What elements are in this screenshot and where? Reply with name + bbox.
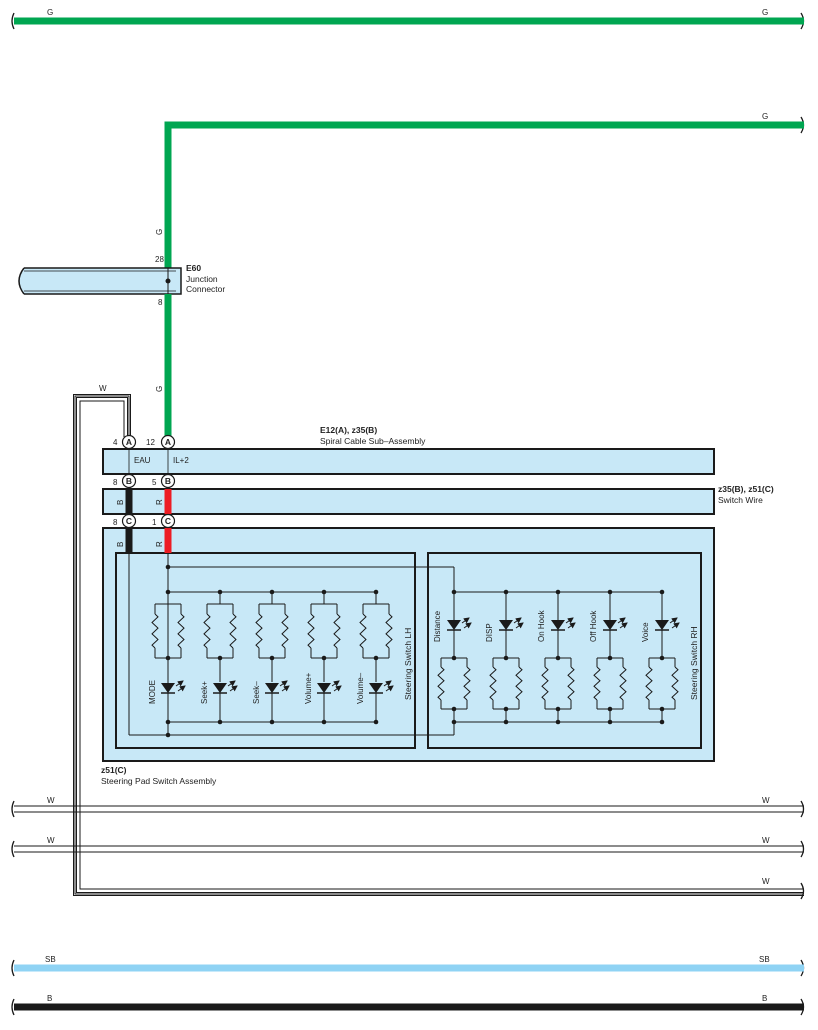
rh-switch-0: Distance bbox=[433, 589, 472, 725]
e60-pin-8: 8 bbox=[158, 298, 163, 307]
pad-conn-c-right: C bbox=[165, 516, 171, 526]
wire-label-top-g-right: G bbox=[762, 8, 768, 17]
rh-switch-3: Off Hook bbox=[589, 589, 628, 725]
top-g-bus: G G bbox=[11, 8, 805, 30]
rh-switch-label-2: On Hook bbox=[537, 609, 546, 642]
rh-switch-2: On Hook bbox=[537, 589, 576, 725]
steering-switch-rh-label: Steering Switch RH bbox=[689, 626, 699, 700]
wire-label-w2-right: W bbox=[762, 836, 770, 845]
switch-wire-name: Switch Wire bbox=[718, 495, 763, 505]
steering-pad-switch-assembly: 8 1 C C B R MODE Seek+ Seek– Volume+ Volume–… bbox=[101, 513, 715, 786]
lh-switch-label-3: Volume+ bbox=[304, 672, 313, 704]
switch-wire: 8 5 B B B R z35(B), z51(C) Switch Wire bbox=[102, 473, 774, 515]
rh-switch-label-4: Voice bbox=[641, 622, 650, 642]
lh-switch-3: Volume+ bbox=[304, 589, 342, 725]
spiral-name: Spiral Cable Sub–Assembly bbox=[320, 436, 426, 446]
steering-switch-lh-label: Steering Switch LH bbox=[403, 628, 413, 700]
spiral-sig-eau: EAU bbox=[134, 456, 151, 465]
wire-label-w-vertical: W bbox=[99, 384, 107, 393]
wire-label-b-col2: B bbox=[116, 542, 125, 547]
lh-switch-label-0: MODE bbox=[148, 680, 157, 704]
lh-switch-circuit: MODE Seek+ Seek– Volume+ Volume– bbox=[148, 589, 394, 738]
e60-name-line1: Junction bbox=[186, 274, 218, 284]
spiral-cable-sub-assembly: 4 12 A A EAU IL+2 E12(A), z35(B) Spiral … bbox=[102, 425, 715, 475]
lh-switch-4: Volume– bbox=[356, 589, 394, 725]
wire-label-g-vertical-lower: G bbox=[155, 386, 164, 392]
switch-wire-pin-8: 8 bbox=[113, 478, 118, 487]
rh-switch-label-3: Off Hook bbox=[589, 610, 598, 642]
lh-switch-1: Seek+ bbox=[200, 589, 238, 725]
lh-switch-2: Seek– bbox=[252, 589, 290, 725]
sb-bus: SB SB bbox=[11, 955, 805, 977]
wire-label-sb-left: SB bbox=[45, 955, 56, 964]
lh-switch-label-2: Seek– bbox=[252, 681, 261, 704]
lh-switch-0: MODE bbox=[148, 589, 186, 725]
w-bus-1: W W bbox=[11, 796, 805, 818]
wire-g-branch bbox=[164, 121, 804, 268]
wire-label-w3-right: W bbox=[762, 877, 770, 886]
wire-label-r-col2: R bbox=[155, 541, 164, 547]
pad-pin-8: 8 bbox=[113, 518, 118, 527]
rh-switch-label-0: Distance bbox=[433, 610, 442, 642]
wire-label-b-col1: B bbox=[116, 500, 125, 505]
spiral-pin-4: 4 bbox=[113, 438, 118, 447]
wire-label-g-vertical-upper: G bbox=[155, 229, 164, 235]
pad-id: z51(C) bbox=[101, 765, 127, 775]
spiral-pin-12: 12 bbox=[146, 438, 155, 447]
rh-switch-1: DISP bbox=[485, 589, 524, 725]
w-bus-2: W W bbox=[11, 836, 805, 858]
b-bus: B B bbox=[11, 994, 805, 1016]
e60-id: E60 bbox=[186, 263, 201, 273]
pad-name: Steering Pad Switch Assembly bbox=[101, 776, 217, 786]
wire-label-top-g-left: G bbox=[47, 8, 53, 17]
rh-switch-circuit: Distance DISP On Hook Off Hook Voice bbox=[433, 589, 680, 725]
wire-label-sb-right: SB bbox=[759, 955, 770, 964]
lh-switch-label-4: Volume– bbox=[356, 672, 365, 704]
wire-label-w1-left: W bbox=[47, 796, 55, 805]
e60-pin-28: 28 bbox=[155, 255, 164, 264]
steering-switch-rh-box bbox=[427, 552, 702, 749]
g-wire-branch: G G bbox=[155, 112, 805, 268]
e60-name-line2: Connector bbox=[186, 284, 225, 294]
wire-label-w2-left: W bbox=[47, 836, 55, 845]
spiral-conn-a-right: A bbox=[165, 437, 171, 447]
lh-switch-label-1: Seek+ bbox=[200, 681, 209, 704]
steering-switch-lh-box bbox=[115, 552, 416, 749]
wire-label-w1-right: W bbox=[762, 796, 770, 805]
wire-label-g2-right: G bbox=[762, 112, 768, 121]
rh-switch-4: Voice bbox=[641, 589, 680, 725]
junction-connector-e60: 28 8 E60 Junction Connector bbox=[18, 255, 225, 307]
spiral-sig-il2: IL+2 bbox=[173, 456, 189, 465]
switch-wire-conn-b-left: B bbox=[126, 476, 132, 486]
w-wire-loop: W W bbox=[73, 384, 805, 900]
wire-label-r-col1: R bbox=[155, 499, 164, 505]
pad-conn-c-left: C bbox=[126, 516, 132, 526]
pad-pin-1: 1 bbox=[152, 518, 157, 527]
rh-switch-label-1: DISP bbox=[485, 623, 494, 642]
switch-wire-conn-b-right: B bbox=[165, 476, 171, 486]
spiral-id: E12(A), z35(B) bbox=[320, 425, 377, 435]
wire-label-b-left: B bbox=[47, 994, 52, 1003]
wire-label-b-right: B bbox=[762, 994, 767, 1003]
switch-wire-pin-5: 5 bbox=[152, 478, 157, 487]
switch-wire-id: z35(B), z51(C) bbox=[718, 484, 774, 494]
spiral-conn-a-left: A bbox=[126, 437, 132, 447]
